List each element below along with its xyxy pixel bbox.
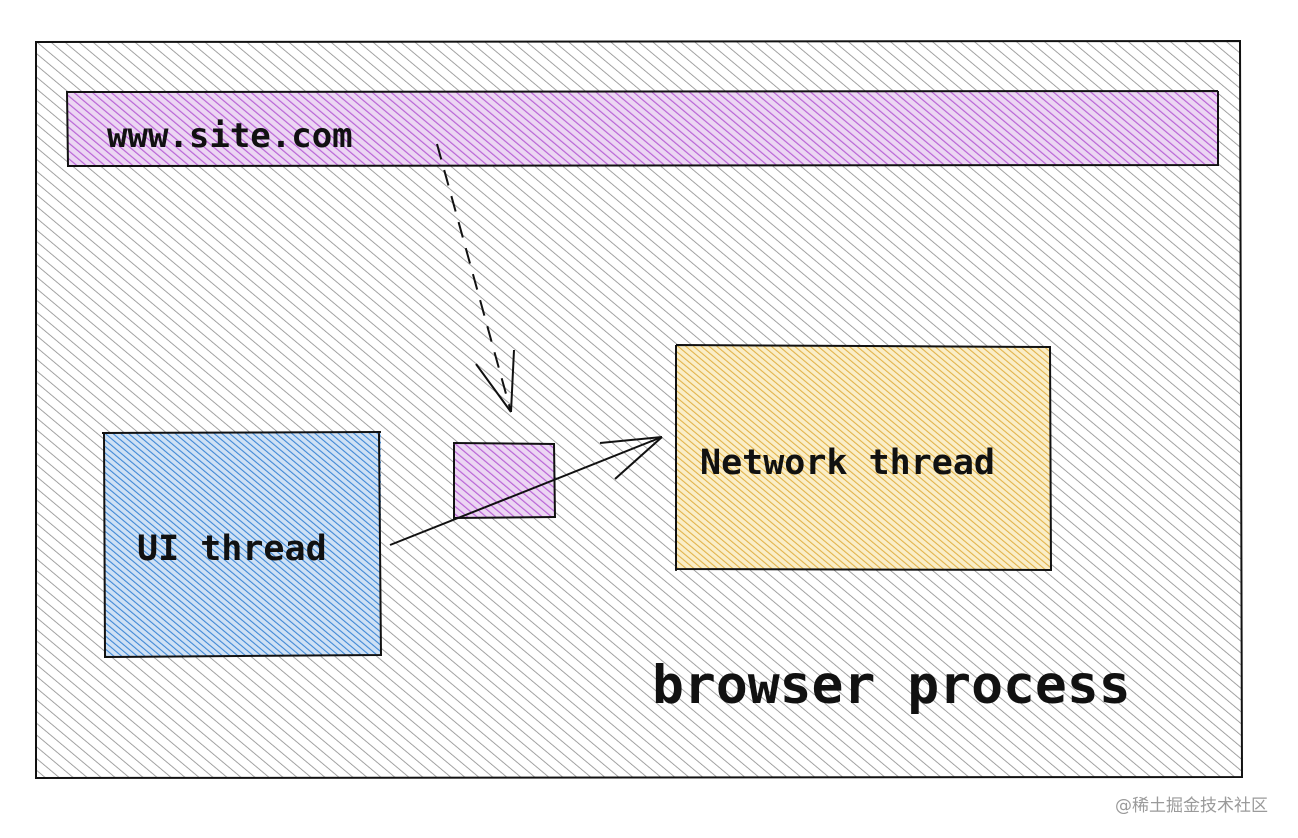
ui-thread-label: UI thread — [137, 529, 327, 569]
dashed-arrow — [436, 143, 515, 413]
address-bar[interactable]: www.site.com — [66, 90, 1220, 167]
address-bar-url: www.site.com — [107, 116, 353, 156]
ui-thread-box: UI thread — [101, 431, 382, 658]
message-box — [452, 442, 557, 519]
network-thread-box: Network thread — [674, 344, 1053, 572]
browser-process-label: browser process — [652, 655, 1131, 716]
watermark-text: @稀土掘金技术社区 — [1115, 796, 1268, 816]
request-arrow — [389, 436, 663, 546]
network-thread-label: Network thread — [700, 443, 995, 483]
